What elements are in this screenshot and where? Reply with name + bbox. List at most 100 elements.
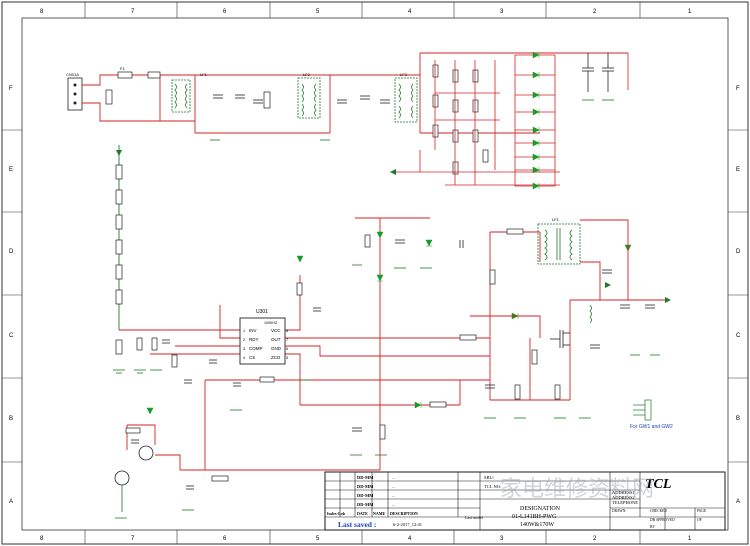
ic-pin-num: 8: [286, 329, 288, 333]
inner-frame: [21, 17, 729, 531]
ic-pin-num: 3: [243, 347, 245, 351]
ic-pin-left-2: RDY: [249, 337, 259, 342]
row-label: B: [736, 416, 740, 422]
bulk-caps: [582, 53, 614, 92]
designation-1: 01-L141BH-PWG: [512, 514, 557, 520]
resistor-chain: [115, 145, 123, 355]
row-label: F: [736, 86, 740, 92]
rev-id: DD-MM: [357, 502, 374, 507]
col-label: 8: [40, 9, 44, 15]
ic-pin-num: 7: [286, 338, 288, 342]
lf1-label: LF1: [200, 72, 208, 77]
col-label: 1: [688, 9, 692, 15]
col-label: 5: [316, 536, 320, 542]
row-label: D: [736, 249, 741, 255]
tcl-no-label: TCL NO:: [484, 484, 501, 489]
fuse: [117, 71, 133, 79]
page-label: PAGE: [697, 509, 707, 513]
by-label: BY: [650, 525, 655, 529]
mosfet: [550, 330, 570, 348]
column-labels-bottom: 8 7 6 5 4 3 2 1: [40, 536, 692, 542]
transformer-label: LF1: [552, 217, 560, 222]
bridge-wires: [390, 60, 560, 186]
bleeder-resistor: [263, 91, 271, 109]
address-1: ADDRESS1: [612, 490, 635, 495]
ic-pin-num: 4: [243, 356, 245, 360]
rev-id: DD-MM: [357, 484, 374, 489]
row-label: A: [9, 499, 13, 505]
col-label: 4: [408, 536, 412, 542]
col-header: NAME: [373, 511, 386, 516]
col-label: 6: [223, 9, 227, 15]
startup-circuit: [114, 424, 181, 512]
col-label: 1: [688, 536, 692, 542]
output-note: For GW1 and GW2: [630, 424, 673, 430]
col-label: 2: [593, 9, 597, 15]
rev-id: DD-MM: [357, 475, 374, 480]
ic-pin-right-5: ZCD: [271, 355, 281, 360]
row-label: F: [9, 86, 13, 92]
col-label: 2: [593, 536, 597, 542]
row-label: E: [736, 167, 740, 173]
transistor-q2: [114, 470, 130, 486]
watermark: 家电维修资料网: [500, 477, 654, 502]
controller-section: U301 100KHZ INV RDY COMP CS VCC OUT GND …: [119, 217, 632, 490]
row-label: B: [9, 416, 13, 422]
title-block: DD-MM ... DD-MM ... DD-MM ... DD-MM ... …: [324, 471, 726, 531]
telephone: TELEPHONE: [612, 500, 638, 505]
column-ticks: [84, 2, 641, 544]
ic-pin-left-4: CS: [249, 355, 255, 360]
designation-2: 140W&170W: [520, 522, 554, 528]
lf2-choke: [297, 77, 321, 119]
output-arrow: [390, 169, 396, 175]
col-label: 7: [131, 9, 135, 15]
col-label: 7: [131, 536, 135, 542]
row-labels-right: F E D C B A: [736, 86, 741, 505]
col-label: 6: [223, 536, 227, 542]
ic-pin-left-3: COMP: [249, 346, 263, 351]
last-model-label: Last model: [465, 515, 484, 520]
x-caps: [213, 94, 263, 104]
rev-note: ...: [392, 475, 395, 480]
ic-pin-right-7: OUT: [271, 337, 281, 342]
lf1-choke: [171, 79, 191, 113]
ic-pin-right-6: GND: [271, 346, 282, 351]
ic-u301: [239, 317, 286, 365]
row-label: C: [9, 333, 14, 339]
approved-label: DB APPROVED: [650, 518, 675, 522]
row-ticks: [2, 129, 748, 463]
row-labels-left: F E D C B A: [9, 86, 14, 505]
col-label: 8: [40, 536, 44, 542]
col-header: DATE: [357, 511, 368, 516]
y-caps: [337, 95, 390, 104]
varistor: [105, 89, 113, 105]
ic-pin-right-8: VCC: [271, 328, 281, 333]
row-label: D: [9, 249, 14, 255]
last-saved-label: Last saved :: [338, 520, 376, 529]
output-connector: [633, 399, 652, 421]
main-transformer: [537, 223, 581, 265]
ic-name: U301: [256, 309, 268, 315]
ic-pin-left-1: INV: [249, 328, 257, 333]
column-labels-top: 8 7 6 5 4 3 2 1: [40, 9, 692, 15]
tcl-logo: TCL: [645, 477, 671, 492]
lf3-choke: [394, 77, 418, 123]
ground-symbols: [113, 99, 660, 519]
row-label: A: [736, 499, 740, 505]
rev-note: ...: [392, 493, 395, 498]
sbu-label: SBU:: [484, 475, 494, 480]
row-label: C: [736, 333, 741, 339]
designation-label: DESIGNATION: [520, 506, 561, 512]
col-header: DESCRIPTION: [390, 511, 418, 516]
ic-pin-num: 5: [286, 356, 288, 360]
fuse-label: F1: [120, 66, 125, 71]
ic-pin-num: 1: [243, 329, 245, 333]
ic-freq: 100KHZ: [264, 321, 278, 325]
page-of-label: OF: [697, 518, 702, 522]
ic-pin-num: 2: [243, 338, 245, 342]
rev-note: ...: [392, 484, 395, 489]
checked-label: CHECKED: [650, 509, 667, 513]
address-2: ADDRESS2: [612, 495, 635, 500]
col-label: 3: [500, 536, 504, 542]
